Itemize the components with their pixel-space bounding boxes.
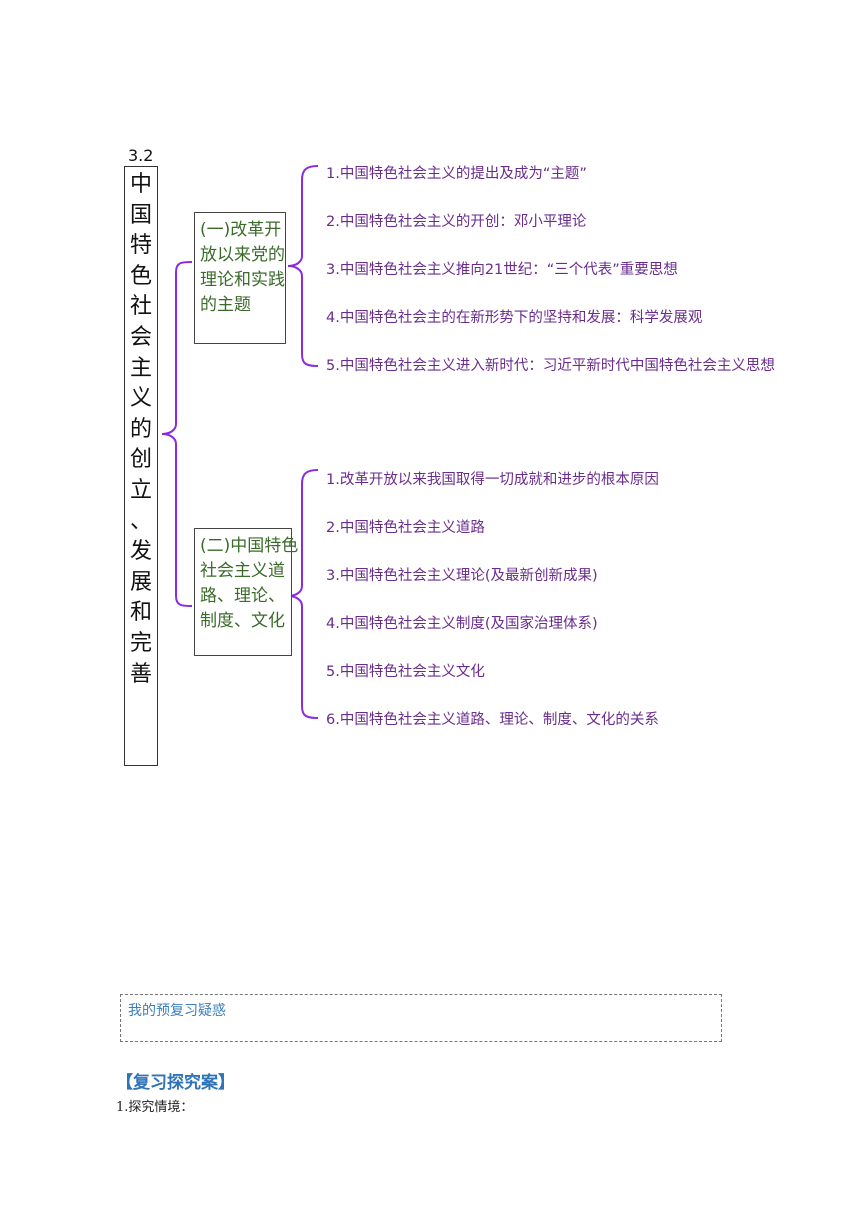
doubt-box-label: 我的预复习疑惑 — [128, 1003, 226, 1019]
leaf-2-1: 1.改革开放以来我国取得一切成就和进步的根本原因 — [326, 472, 659, 488]
leaf-1-3: 3.中国特色社会主义推向21世纪：“三个代表”重要思想 — [326, 262, 678, 278]
branch-box-1 — [194, 212, 286, 344]
leaf-2-4: 4.中国特色社会主义制度(及国家治理体系) — [326, 616, 598, 632]
leaf-1-2: 2.中国特色社会主义的开创：邓小平理论 — [326, 214, 587, 230]
branch1-bracket — [287, 165, 319, 367]
branch-box-2 — [194, 528, 292, 656]
first-item: 1.探究情境： — [116, 1100, 194, 1115]
leaf-1-5: 5.中国特色社会主义进入新时代：习近平新时代中国特色社会主义思想 — [326, 358, 775, 374]
doubt-box[interactable] — [120, 994, 722, 1042]
section-title: 【复习探究案】 — [116, 1073, 235, 1093]
leaf-2-2: 2.中国特色社会主义道路 — [326, 520, 485, 536]
leaf-2-5: 5.中国特色社会主义文化 — [326, 664, 485, 680]
branch-label-1: (一)改革开 放以来党的 理论和实践 的主题 — [200, 220, 285, 315]
branch-label-2: (二)中国特色 社会主义道 路、理论、 制度、文化 — [200, 536, 299, 631]
root-number: 3.2 — [128, 146, 154, 165]
leaf-2-6: 6.中国特色社会主义道路、理论、制度、文化的关系 — [326, 712, 659, 728]
root-title: 中 国 特 色 社 会 主 义 的 创 立 、 发 展 和 完 善 — [129, 172, 152, 687]
root-box — [124, 166, 158, 766]
root-bracket — [161, 261, 193, 607]
mind-map: 3.2 中 国 特 色 社 会 主 义 的 创 立 、 发 展 和 完 善 (一… — [124, 146, 775, 766]
leaf-2-3: 3.中国特色社会主义理论(及最新创新成果) — [326, 568, 598, 584]
leaf-1-1: 1.中国特色社会主义的提出及成为“主题” — [326, 166, 587, 182]
leaf-1-4: 4.中国特色社会主的在新形势下的坚持和发展：科学发展观 — [326, 310, 703, 326]
